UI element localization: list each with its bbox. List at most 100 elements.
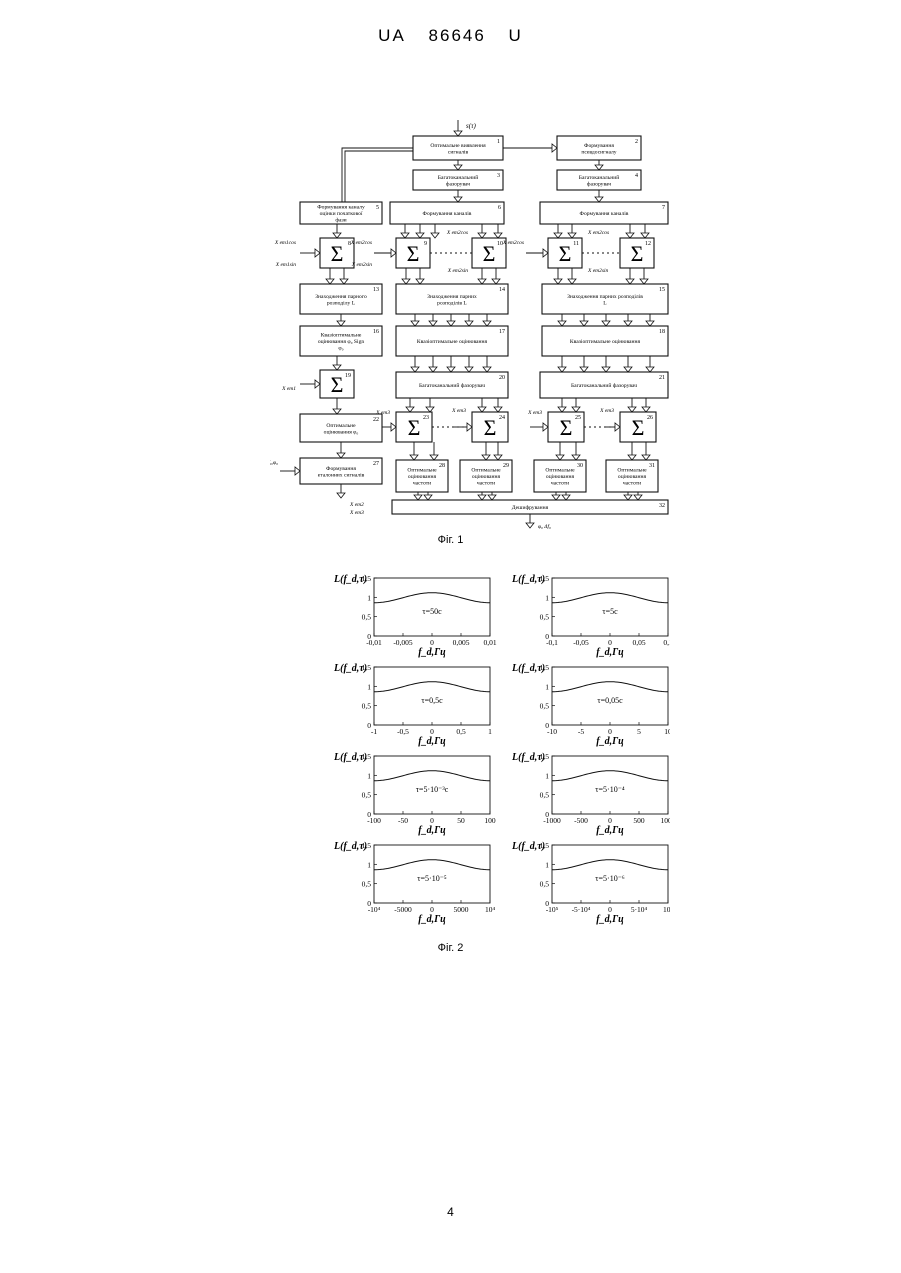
block-18-text: Квазіоптимальне оцінювання <box>570 339 641 345</box>
x-tick-label: 5·10⁴ <box>631 905 648 914</box>
arrowhead <box>411 367 419 372</box>
arrowhead <box>602 321 610 326</box>
label-x12a: X ет2cos <box>587 230 609 236</box>
block-23: Σ23 <box>396 412 432 442</box>
arrowhead <box>482 455 490 460</box>
arrowhead <box>478 495 486 500</box>
arrowhead <box>492 279 500 284</box>
block-22-text: Оптимальне <box>326 423 356 429</box>
arrowhead <box>483 321 491 326</box>
block-26-number: 26 <box>647 415 653 421</box>
block-29: Оптимальнеоцінюваннячастоти29 <box>460 460 512 492</box>
tau-annotation: τ=5·10⁻⁴ <box>595 785 625 794</box>
block-28-text: частоти <box>413 481 431 487</box>
block-7: Формування каналів 7 <box>540 202 668 224</box>
block-31-number: 31 <box>649 463 655 469</box>
block-4: Багатоканальнийфазорувач4 <box>557 170 641 190</box>
y-tick-label: 0,5 <box>362 702 372 711</box>
label-out32: φ₀ Δf₀ <box>538 523 551 530</box>
x-tick-label: -0,005 <box>393 638 413 647</box>
block-21-number: 21 <box>659 375 665 381</box>
x-tick-label: -100 <box>367 816 381 825</box>
arrowhead <box>467 423 472 431</box>
y-tick-label: 1 <box>367 593 371 602</box>
block-2-text: псевдосигналу <box>581 149 616 155</box>
arrowhead <box>554 279 562 284</box>
series-line <box>374 682 490 692</box>
arrowhead <box>337 493 345 498</box>
block-28: Оптимальнеоцінюваннячастоти28 <box>396 460 448 492</box>
block-7-number: 7 <box>662 205 665 211</box>
block-29-text: Оптимальне <box>471 468 501 474</box>
arrowhead <box>556 455 564 460</box>
x-tick-label: 0,05 <box>632 638 645 647</box>
series-line <box>552 771 668 781</box>
arrowhead <box>543 423 548 431</box>
arrowhead <box>424 495 432 500</box>
x-tick-label: -500 <box>574 816 588 825</box>
block-8: Σ8 <box>320 238 354 268</box>
x-tick-label: -5·10⁴ <box>572 905 591 914</box>
x-axis-label: f_d,Гц <box>418 825 446 836</box>
sigma-symbol-25: Σ <box>560 415 573 440</box>
block-12-number: 12 <box>645 241 651 247</box>
block-16-text: Квазіоптимальне <box>321 333 362 339</box>
block-17-text: Квазіоптимальне оцінювання <box>417 339 488 345</box>
block-16-number: 16 <box>373 329 379 335</box>
label-out27b: X ет3 <box>349 510 364 516</box>
arrowhead <box>333 365 341 370</box>
arrowhead <box>580 367 588 372</box>
arrowhead <box>429 321 437 326</box>
x-tick-label: 0,01 <box>483 638 496 647</box>
header-number: 86646 <box>429 26 486 45</box>
tau-annotation: τ=5·10⁻⁶ <box>595 874 625 883</box>
x-tick-label: 5 <box>637 727 641 736</box>
x-axis-label: f_d,Гц <box>596 647 624 658</box>
block-15: Знаходження парних розподілівL15 <box>542 284 668 314</box>
block-15-text: L <box>603 300 607 306</box>
block-31-text: оцінювання <box>618 474 647 480</box>
block-18-number: 18 <box>659 329 665 335</box>
x-tick-label: -0,01 <box>366 638 382 647</box>
block-6-number: 6 <box>498 205 501 211</box>
block-10: Σ10 <box>472 238 506 268</box>
series-line <box>552 593 668 603</box>
x-tick-label: -0,5 <box>397 727 409 736</box>
label-x12b: X ет2sin <box>587 268 608 274</box>
x-tick-label: 5000 <box>454 905 469 914</box>
arrowhead <box>431 233 439 238</box>
arrowhead <box>641 233 649 238</box>
patent-header: UA 86646 U <box>0 26 901 46</box>
block-7-text: Формування каналів <box>580 211 629 217</box>
block-5-text: фази <box>335 217 346 224</box>
label-out27a: X ет2 <box>349 502 364 508</box>
y-tick-label: 0,5 <box>362 880 372 889</box>
header-kind: U <box>509 26 523 45</box>
block-12: Σ12 <box>620 238 654 268</box>
arrowhead <box>628 407 636 412</box>
connector <box>345 151 413 202</box>
arrowhead <box>478 279 486 284</box>
arrowhead <box>391 249 396 257</box>
block-diagram: s(τ)Оптимальне виявленнясигналів1Формува… <box>270 118 690 530</box>
x-tick-label: 0 <box>608 638 612 647</box>
y-tick-label: 0,5 <box>362 791 372 800</box>
label-x8b: X ет1sin <box>275 262 296 268</box>
block-13: Знаходження парногорозподілу L13 <box>300 284 382 314</box>
label-x19: X ет1 <box>281 386 296 392</box>
block-17-number: 17 <box>499 329 505 335</box>
y-tick-label: 1 <box>367 860 371 869</box>
block-22: Оптимальнеоцінювання φ₀22 <box>300 414 382 442</box>
panel-1: 00,511,5-0,01-0,00500,0050,01τ=50сL(f_d,… <box>333 574 497 658</box>
x-tick-label: 0 <box>430 905 434 914</box>
block-26: Σ26 <box>620 412 656 442</box>
block-13-text: Знаходження парного <box>315 294 367 300</box>
y-axis-label: L(f_d,τ) <box>333 574 367 585</box>
block-29-text: оцінювання <box>472 474 501 480</box>
arrowhead <box>454 197 462 202</box>
arrowhead <box>402 279 410 284</box>
block-30-text: Оптимальне <box>545 468 575 474</box>
x-tick-label: -10⁴ <box>368 905 381 914</box>
arrowhead <box>568 279 576 284</box>
x-axis-label: f_d,Гц <box>596 736 624 747</box>
